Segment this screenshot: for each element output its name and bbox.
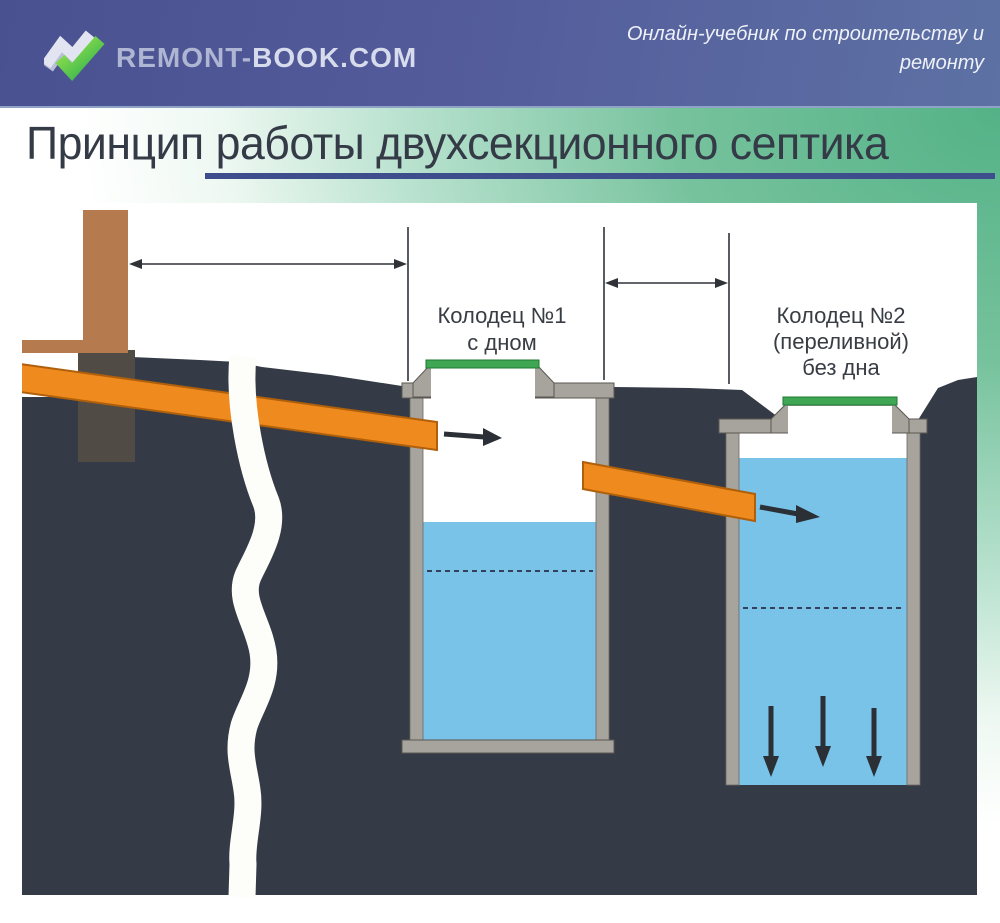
brand-secondary: BOOK.COM [252,42,418,73]
dim2-right-head [715,278,728,288]
title-underline [205,173,995,179]
flow-arrows [443,428,882,777]
septic-diagram: Колодец №1 с дном Колодец №2 (переливной… [19,203,977,902]
house-footing [22,340,86,353]
well2-green-lid [782,396,898,406]
site-tagline: Онлайн-учебник по строительству и ремонт… [627,20,984,78]
site-brand: REMONT-BOOK.COM [116,42,417,74]
well2-inflow-arrow-head [796,505,820,523]
well1-inflow-arrow-shaft [443,431,485,440]
site-header: REMONT-BOOK.COM Онлайн-учебник по строит… [0,0,1000,108]
well-1 [401,359,615,754]
logo-checkmark-icon [55,36,105,81]
well1-label-line1: Колодец №1 [437,303,566,328]
drain-arrow-right-head [866,756,882,777]
well2-label-line2: (переливной) [773,329,909,354]
remont-book-logo-icon [44,30,105,81]
page-title: Принцип работы двухсекционного септика [26,117,889,169]
well1-water [423,522,596,740]
well2-label-line3: без дна [802,355,880,380]
brand-primary: REMONT- [116,42,253,73]
overflow-pipe [582,460,756,523]
dim1-left-head [129,259,142,269]
house-wall [83,210,128,353]
well2-inflow-arrow-shaft [759,504,799,517]
well2-right-wall [906,432,921,786]
diagram-labels: Колодец №1 с дном Колодец №2 (переливной… [437,303,909,380]
dimension-arrow-house-to-well1 [129,259,407,269]
well1-label-line2: с дном [467,330,536,355]
dim2-left-head [605,278,618,288]
well1-bottom-slab [401,739,615,754]
well1-right-wall [595,396,610,743]
well2-left-wall [725,432,740,786]
dim1-right-head [394,259,407,269]
logo-roof-icon [44,30,95,69]
well1-neck [431,368,535,399]
dimension-arrow-well1-to-well2 [605,278,728,288]
tagline-line2: ремонту [899,52,984,74]
well2-label-line1: Колодец №2 [776,303,905,328]
drain-arrow-left-head [763,756,779,777]
well1-green-lid [425,359,540,369]
dimension-lines [129,227,730,384]
drain-arrow-middle-head [815,746,831,767]
well1-inflow-arrow-head [483,428,502,446]
tagline-line1: Онлайн-учебник по строительству и [626,23,984,45]
vent-pipe [227,354,283,898]
well-2 [718,396,928,786]
well2-neck [788,406,892,434]
